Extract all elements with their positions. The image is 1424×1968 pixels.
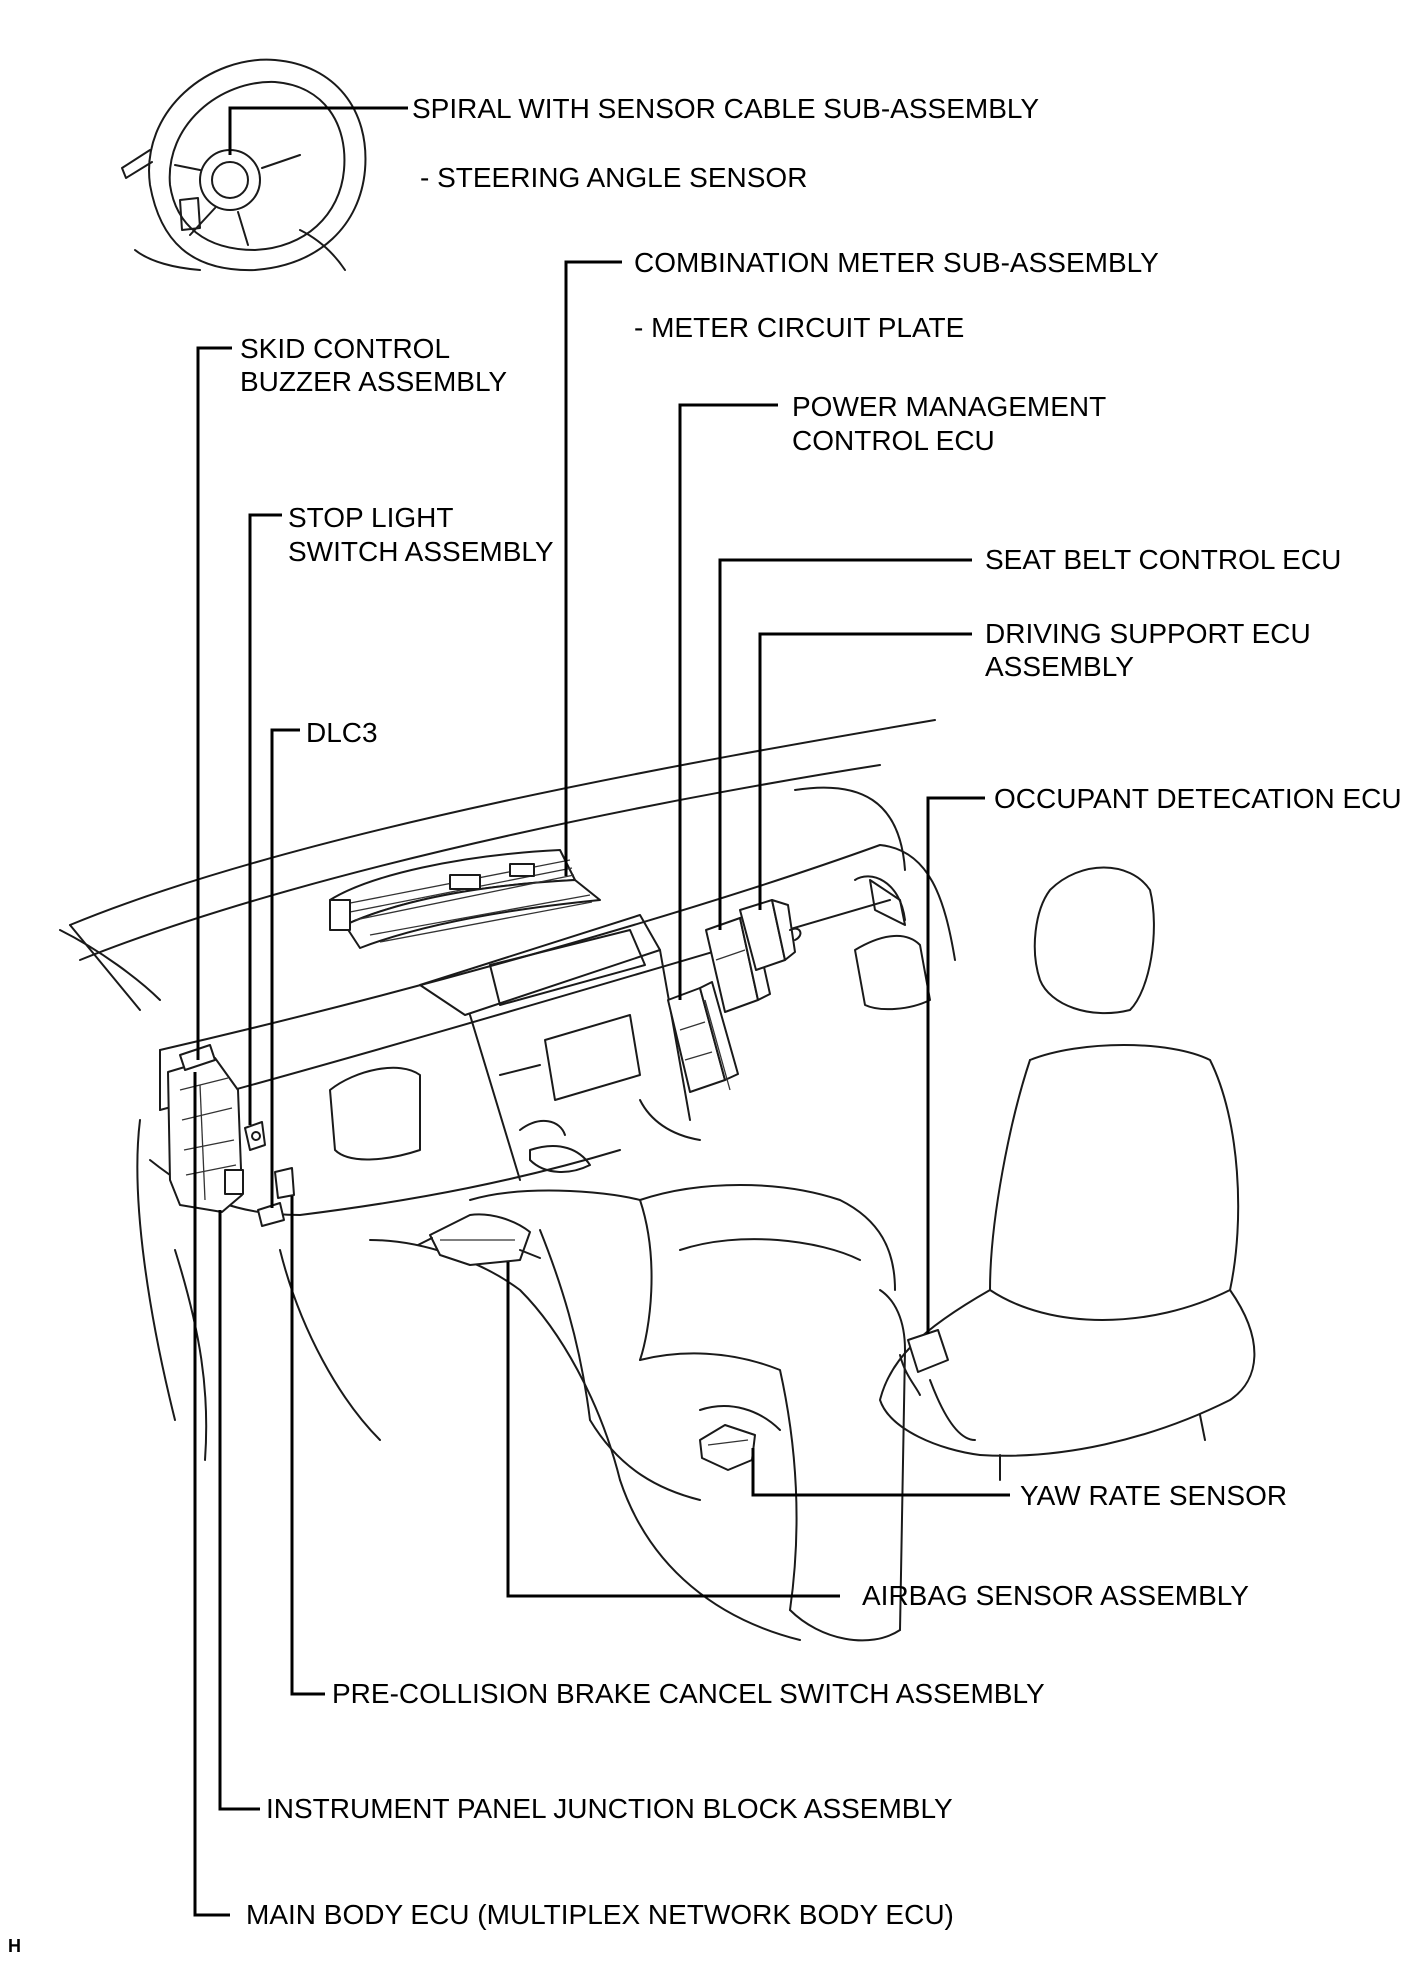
label-stop-light-line2: SWITCH ASSEMBLY	[288, 536, 554, 567]
main-body-ecu-drawing	[167, 1044, 244, 1213]
label-skid-buzzer-line2: BUZZER ASSEMBLY	[240, 366, 508, 397]
label-pre-collision-switch: PRE-COLLISION BRAKE CANCEL SWITCH ASSEMB…	[332, 1678, 1045, 1709]
label-meter-circuit-plate: - METER CIRCUIT PLATE	[634, 312, 965, 343]
leader-lines	[193, 106, 1010, 1917]
label-stop-light-line1: STOP LIGHT	[288, 502, 454, 533]
yaw-rate-sensor-drawing	[699, 1424, 756, 1471]
label-driving-support-line1: DRIVING SUPPORT ECU	[985, 618, 1311, 649]
label-occupant-detection-ecu: OCCUPANT DETECATION ECU	[994, 783, 1402, 814]
label-power-management-line2: CONTROL ECU	[792, 425, 995, 456]
label-main-body-ecu: MAIN BODY ECU (MULTIPLEX NETWORK BODY EC…	[246, 1899, 954, 1930]
pre-collision-switch-drawing	[274, 1167, 295, 1199]
label-power-management-line1: POWER MANAGEMENT	[792, 391, 1107, 422]
label-dlc3: DLC3	[306, 717, 378, 748]
label-skid-buzzer-line1: SKID CONTROL	[240, 333, 451, 364]
label-yaw-rate-sensor: YAW RATE SENSOR	[1020, 1480, 1288, 1511]
stop-light-switch-drawing	[244, 1121, 266, 1151]
airbag-sensor-drawing	[417, 1213, 541, 1266]
driving-support-ecu-drawing	[739, 899, 802, 971]
combination-meter-drawing	[329, 849, 601, 949]
label-airbag-sensor: AIRBAG SENSOR ASSEMBLY	[862, 1580, 1249, 1611]
label-steering-angle-sensor: - STEERING ANGLE SENSOR	[420, 162, 808, 193]
power-management-ecu-drawing	[667, 981, 739, 1093]
label-combination-meter: COMBINATION METER SUB-ASSEMBLY	[634, 247, 1159, 278]
label-driving-support-line2: ASSEMBLY	[985, 651, 1134, 682]
corner-mark: H	[8, 1936, 21, 1956]
occupant-detection-ecu-drawing	[899, 1329, 949, 1396]
label-junction-block: INSTRUMENT PANEL JUNCTION BLOCK ASSEMBLY	[266, 1793, 953, 1824]
label-seat-belt-ecu: SEAT BELT CONTROL ECU	[985, 544, 1342, 575]
steering-wheel-drawing	[121, 58, 367, 272]
label-spiral-cable: SPIRAL WITH SENSOR CABLE SUB-ASSEMBLY	[412, 93, 1040, 124]
